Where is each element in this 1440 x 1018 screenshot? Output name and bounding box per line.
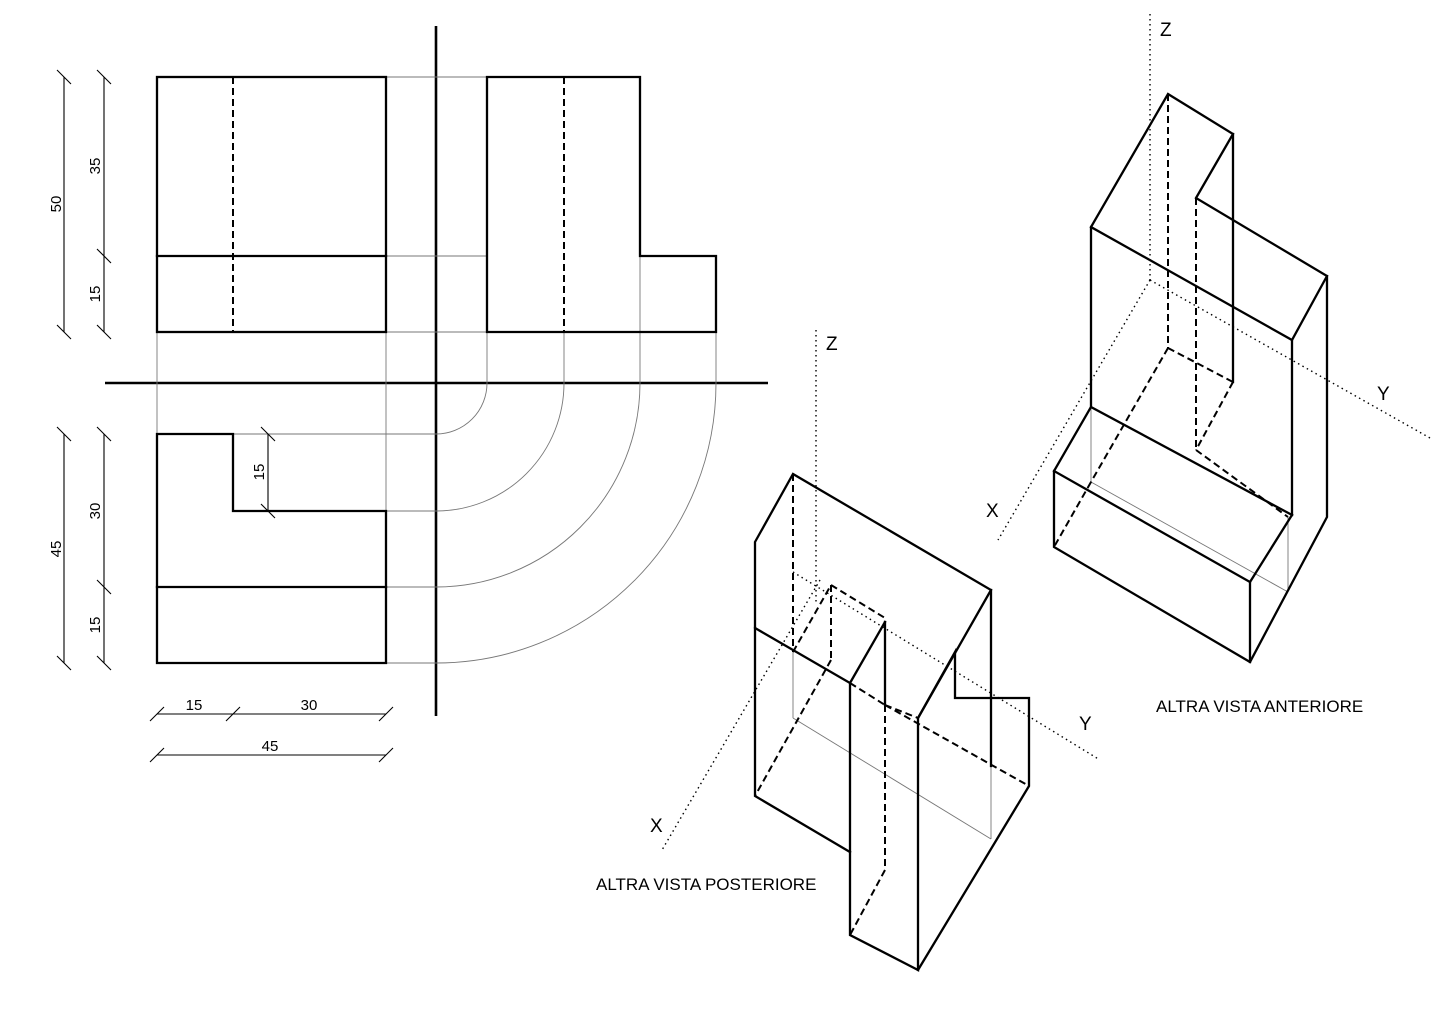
posterior-isometric-view: Z Y X — [650, 330, 1101, 972]
dim-left-bottom-total: 45 — [48, 541, 65, 558]
posterior-y-label: Y — [1079, 714, 1092, 735]
dim-bottom-left: 15 — [186, 697, 203, 714]
anterior-caption: ALTRA VISTA ANTERIORE — [1156, 697, 1363, 716]
dim-bottom-right: 30 — [301, 697, 318, 714]
anterior-isometric-view: Z Y X — [986, 14, 1431, 664]
anterior-x-label: X — [986, 501, 999, 522]
posterior-x-axis — [661, 579, 821, 851]
anterior-x-axis — [997, 279, 1151, 541]
anterior-z-label: Z — [1160, 20, 1172, 41]
dim-notch-depth: 15 — [251, 464, 268, 481]
dim-left-bottom-upper: 30 — [87, 503, 104, 520]
side-view — [485, 75, 718, 334]
dim-left-bottom-lower: 15 — [87, 617, 104, 634]
dim-left-top-total: 50 — [48, 196, 65, 213]
posterior-x-label: X — [650, 816, 663, 837]
dimension-lines — [56, 69, 394, 763]
posterior-caption: ALTRA VISTA POSTERIORE — [596, 875, 816, 894]
dim-left-top-upper: 35 — [87, 158, 104, 175]
posterior-z-label: Z — [826, 334, 838, 355]
projection-lines — [156, 76, 717, 664]
anterior-y-axis — [1149, 279, 1431, 439]
front-view — [155, 75, 388, 334]
top-view — [155, 432, 388, 665]
anterior-y-label: Y — [1377, 384, 1390, 405]
dim-bottom-total: 45 — [262, 738, 279, 755]
orthographic-views: 50 35 15 45 30 15 15 15 30 45 — [48, 26, 768, 763]
dim-left-top-lower: 15 — [87, 286, 104, 303]
